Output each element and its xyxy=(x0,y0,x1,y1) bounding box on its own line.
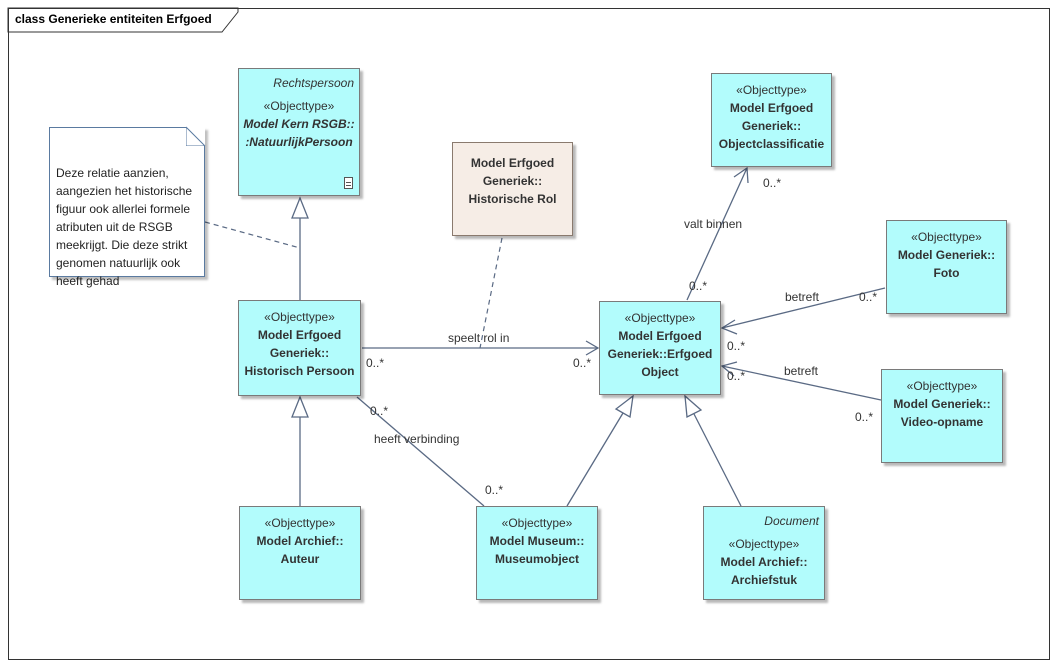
class-name-line: Auteur xyxy=(280,552,320,566)
label-betreft-video: betreft xyxy=(784,364,819,378)
class-historische-rol[interactable]: Model Erfgoed Generiek:: Historische Rol xyxy=(452,142,573,236)
note-box[interactable]: Deze relatie aanzien, aangezien het hist… xyxy=(49,127,205,288)
class-name-line: Model Erfgoed xyxy=(618,329,702,343)
class-name-line: Model Erfgoed xyxy=(257,328,342,342)
class-stereotype: «Objecttype» xyxy=(264,310,335,324)
diagram-frame xyxy=(8,8,1050,660)
class-tag-document: Document xyxy=(764,514,819,528)
association-line-betreft-foto[interactable] xyxy=(721,287,886,329)
association-line-valt-binnen[interactable] xyxy=(686,167,748,301)
class-name-line: Video-opname xyxy=(900,415,984,429)
class-auteur[interactable]: «Objecttype» Model Archief:: Auteur xyxy=(239,506,361,600)
multiplicity: 0..* xyxy=(855,410,874,424)
document-icon xyxy=(344,177,353,189)
class-name-line: Model Kern RSGB:: xyxy=(243,117,355,131)
class-name-line: Museumobject xyxy=(494,552,579,566)
class-erfgoed-object[interactable]: «Objecttype» Model Erfgoed Generiek::Erf… xyxy=(599,301,721,395)
class-archiefstuk[interactable]: Document «Objecttype» Model Archief:: Ar… xyxy=(703,506,825,600)
class-name-line: Objectclassificatie xyxy=(718,137,825,151)
class-name-line: Model Archief:: xyxy=(256,534,344,548)
class-stereotype: «Objecttype» xyxy=(728,537,800,551)
association-line-heeft-verbinding[interactable] xyxy=(356,396,485,507)
generalization-arrowhead-auteur xyxy=(291,395,309,418)
class-name-line: Object xyxy=(641,365,679,379)
class-stereotype: «Objecttype» xyxy=(906,379,978,393)
class-name-line: Model Generiek:: xyxy=(897,248,996,262)
diagram-title: class Generieke entiteiten Erfgoed xyxy=(15,12,212,26)
class-museumobject[interactable]: «Objecttype» Model Museum:: Museumobject xyxy=(476,506,598,600)
class-natuurlijk-persoon[interactable]: Rechtspersoon «Objecttype» Model Kern RS… xyxy=(238,68,360,196)
association-line-betreft-video[interactable] xyxy=(721,365,882,401)
association-arrow-betreft-video xyxy=(720,361,738,377)
class-video-opname[interactable]: «Objecttype» Model Generiek:: Video-opna… xyxy=(881,369,1003,463)
association-arrow-valt-binnen xyxy=(733,166,749,184)
class-name-line: Foto xyxy=(933,266,960,280)
generalization-line-museumobject[interactable] xyxy=(566,412,624,507)
class-name-line: Generiek:: xyxy=(269,346,330,360)
class-name-line: :NatuurlijkPersoon xyxy=(245,135,353,149)
class-stereotype: «Objecttype» xyxy=(736,83,807,97)
generalization-arrowhead-museumobject xyxy=(614,394,634,419)
class-name-line: Generiek:: xyxy=(482,174,543,188)
multiplicity: 0..* xyxy=(727,369,746,383)
multiplicity: 0..* xyxy=(689,279,708,293)
association-arrow-speelt-rol-in xyxy=(585,340,600,356)
class-name-line: Generiek::Erfgoed xyxy=(607,347,713,361)
multiplicity: 0..* xyxy=(366,356,385,370)
multiplicity: 0..* xyxy=(859,290,878,304)
note-anchor-line[interactable] xyxy=(204,221,301,249)
generalization-arrowhead-persoon xyxy=(291,196,309,219)
label-speelt-rol-in: speelt rol in xyxy=(448,331,510,345)
class-name-line: Model Erfgoed xyxy=(470,156,555,170)
class-foto[interactable]: «Objecttype» Model Generiek:: Foto xyxy=(886,220,1007,314)
label-betreft-foto: betreft xyxy=(785,290,820,304)
class-name-line: Generiek:: xyxy=(741,119,802,133)
class-name-line: Archiefstuk xyxy=(730,573,798,587)
class-stereotype: «Objecttype» xyxy=(264,516,336,530)
class-stereotype: «Objecttype» xyxy=(263,99,335,113)
class-objectclassificatie[interactable]: «Objecttype» Model Erfgoed Generiek:: Ob… xyxy=(711,73,832,167)
association-class-link[interactable] xyxy=(479,237,503,349)
class-name-line: Model Generiek:: xyxy=(893,397,991,411)
label-valt-binnen: valt binnen xyxy=(684,217,743,231)
association-arrow-betreft-foto xyxy=(720,319,738,335)
class-tag-rechtspersoon: Rechtspersoon xyxy=(273,76,354,90)
multiplicity: 0..* xyxy=(370,404,389,418)
class-historisch-persoon[interactable]: «Objecttype» Model Erfgoed Generiek:: Hi… xyxy=(238,300,361,396)
note-corner-fold xyxy=(186,126,206,146)
note-text: Deze relatie aanzien, aangezien het hist… xyxy=(56,166,193,288)
multiplicity: 0..* xyxy=(763,176,782,190)
class-name-line: Model Archief:: xyxy=(720,555,808,569)
multiplicity: 0..* xyxy=(485,483,504,497)
class-stereotype: «Objecttype» xyxy=(501,516,573,530)
class-name-line: Historisch Persoon xyxy=(244,364,355,378)
multiplicity: 0..* xyxy=(573,356,592,370)
multiplicity: 0..* xyxy=(727,339,746,353)
class-name-line: Model Museum:: xyxy=(489,534,585,548)
class-name-line: Model Erfgoed xyxy=(729,101,814,115)
generalization-arrowhead-archiefstuk xyxy=(684,394,703,419)
label-heeft-verbinding: heeft verbinding xyxy=(374,432,460,446)
class-stereotype: «Objecttype» xyxy=(624,311,696,325)
generalization-line-archiefstuk[interactable] xyxy=(693,413,742,507)
class-name-line: Historische Rol xyxy=(468,192,557,206)
class-stereotype: «Objecttype» xyxy=(911,230,982,244)
